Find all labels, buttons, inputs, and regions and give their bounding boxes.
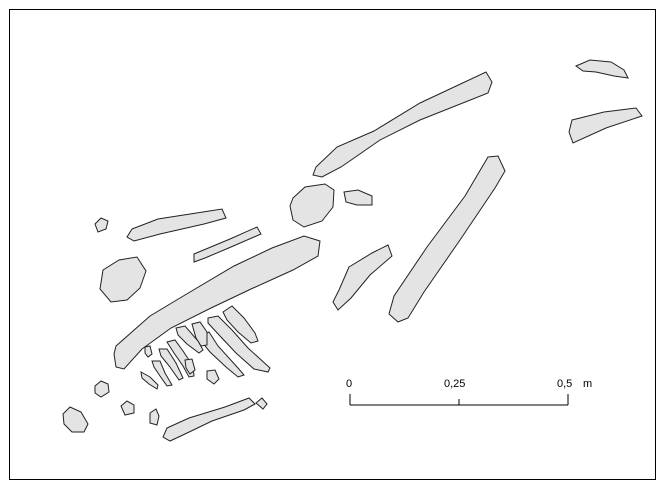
fragment-27 (149, 408, 160, 426)
fragment-30 (255, 397, 268, 410)
scale-label-end: 0,5 (557, 378, 572, 390)
fragment-6 (388, 155, 506, 323)
fragment-29 (162, 397, 256, 442)
fragment-26 (120, 400, 135, 416)
plan-frame (9, 9, 656, 480)
fragment-5 (343, 189, 373, 206)
fragment-1 (574, 59, 629, 79)
fragment-12 (113, 235, 321, 370)
fragment-13 (222, 305, 259, 344)
fragment-7 (332, 244, 393, 311)
fragment-4 (289, 183, 335, 228)
fragment-9 (193, 226, 262, 263)
fragment-19 (158, 348, 184, 381)
fragment-23 (184, 358, 196, 375)
scale-label-mid: 0,25 (444, 378, 465, 390)
fragment-10 (94, 217, 109, 233)
fragment-24 (206, 369, 220, 385)
fragment-3 (312, 71, 493, 178)
fragment-15 (200, 331, 245, 378)
fragment-2 (568, 107, 643, 144)
fragment-17 (175, 325, 204, 354)
fragment-21 (140, 371, 159, 390)
fragment-28 (62, 406, 89, 433)
scale-label-0: 0 (346, 378, 352, 390)
scale-bar (349, 394, 569, 406)
fragment-14 (207, 315, 271, 373)
scale-unit-label: m (583, 378, 592, 390)
fragment-20 (151, 360, 173, 387)
fragment-8 (126, 208, 227, 242)
fragment-22 (144, 345, 153, 358)
fragment-25 (94, 380, 110, 398)
fragment-11 (99, 256, 147, 303)
